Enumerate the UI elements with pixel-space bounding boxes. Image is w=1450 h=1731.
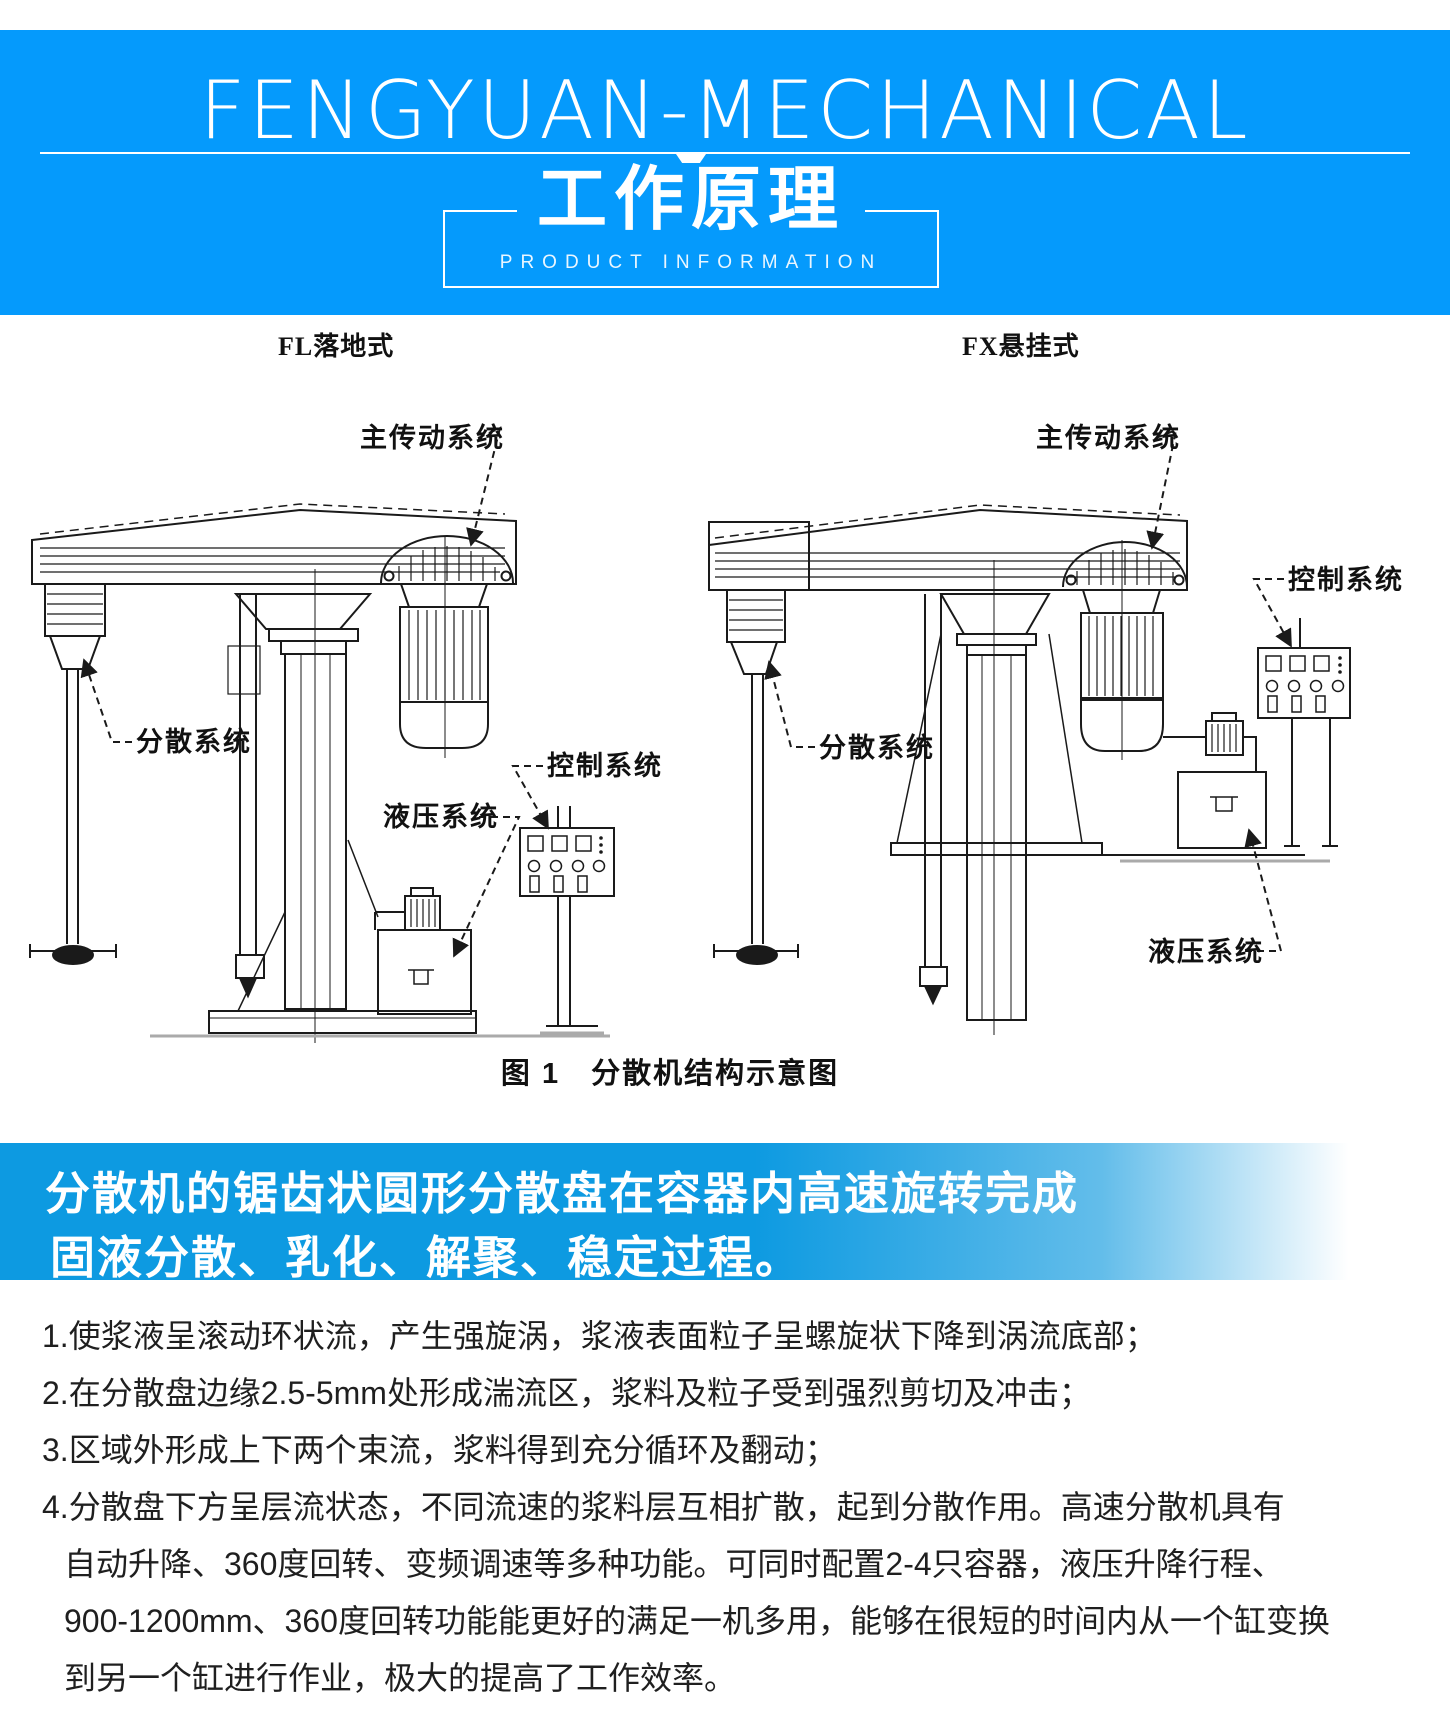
structure-diagram: 主传动系统 分散系统 液压系统 控制系统 bbox=[29, 422, 1404, 1043]
principle-line: 2.在分散盘边缘2.5-5mm处形成湍流区，浆料及粒子受到强烈剪切及冲击； bbox=[42, 1375, 1091, 1411]
banner-line-1: 分散机的锯齿状圆形分散盘在容器内高速旋转完成 bbox=[45, 1168, 1080, 1219]
fx-label-dispersion: 分散系统 bbox=[819, 732, 935, 763]
principle-line: 4.分散盘下方呈层流状态，不同流速的浆料层互相扩散，起到分散作用。高速分散机具有 bbox=[42, 1489, 1285, 1525]
principle-line: 1.使浆液呈滚动环状流，产生强旋涡，浆液表面粒子呈螺旋状下降到涡流底部； bbox=[42, 1318, 1157, 1354]
banner-line-2: 固液分散、乳化、解聚、稳定过程。 bbox=[50, 1232, 803, 1283]
page-title: 工作原理 bbox=[517, 162, 865, 237]
divider-line bbox=[40, 152, 1410, 154]
left-diagram-title: FL落地式 bbox=[278, 332, 395, 361]
right-diagram-title: FX悬挂式 bbox=[962, 332, 1080, 361]
fx-machine-drawing bbox=[708, 428, 1351, 1035]
page-subtitle: PRODUCT INFORMATION bbox=[499, 252, 883, 273]
highlight-banner: 分散机的锯齿状圆形分散盘在容器内高速旋转完成 固液分散、乳化、解聚、稳定过程。 bbox=[0, 1143, 1450, 1283]
fl-label-hydraulic: 液压系统 bbox=[383, 801, 499, 832]
header-banner: FENGYUAN-MECHANICAL 工作原理 PRODUCT INFORMA… bbox=[0, 30, 1450, 315]
fx-label-control: 控制系统 bbox=[1288, 564, 1404, 595]
brand-title: FENGYUAN-MECHANICAL bbox=[199, 64, 1251, 157]
principle-line: 3.区域外形成上下两个束流，浆料得到充分循环及翻动； bbox=[42, 1432, 837, 1468]
principle-line: 自动升降、360度回转、变频调速等多种功能。可同时配置2-4只容器，液压升降行程… bbox=[64, 1546, 1284, 1582]
principles-list: 1.使浆液呈滚动环状流，产生强旋涡，浆液表面粒子呈螺旋状下降到涡流底部； 2.在… bbox=[42, 1308, 1432, 1707]
fx-label-main-drive: 主传动系统 bbox=[1036, 422, 1181, 453]
fx-label-hydraulic: 液压系统 bbox=[1148, 936, 1264, 967]
fl-machine-drawing bbox=[29, 426, 615, 1043]
figure-caption: 图 1 分散机结构示意图 bbox=[500, 1058, 840, 1090]
fl-label-dispersion: 分散系统 bbox=[136, 726, 252, 757]
principle-line: 到另一个缸进行作业，极大的提高了工作效率。 bbox=[64, 1660, 737, 1696]
principle-line: 900-1200mm、360度回转功能能更好的满足一机多用，能够在很短的时间内从… bbox=[64, 1603, 1330, 1639]
fl-label-control: 控制系统 bbox=[547, 750, 663, 781]
fl-label-main-drive: 主传动系统 bbox=[360, 422, 505, 453]
